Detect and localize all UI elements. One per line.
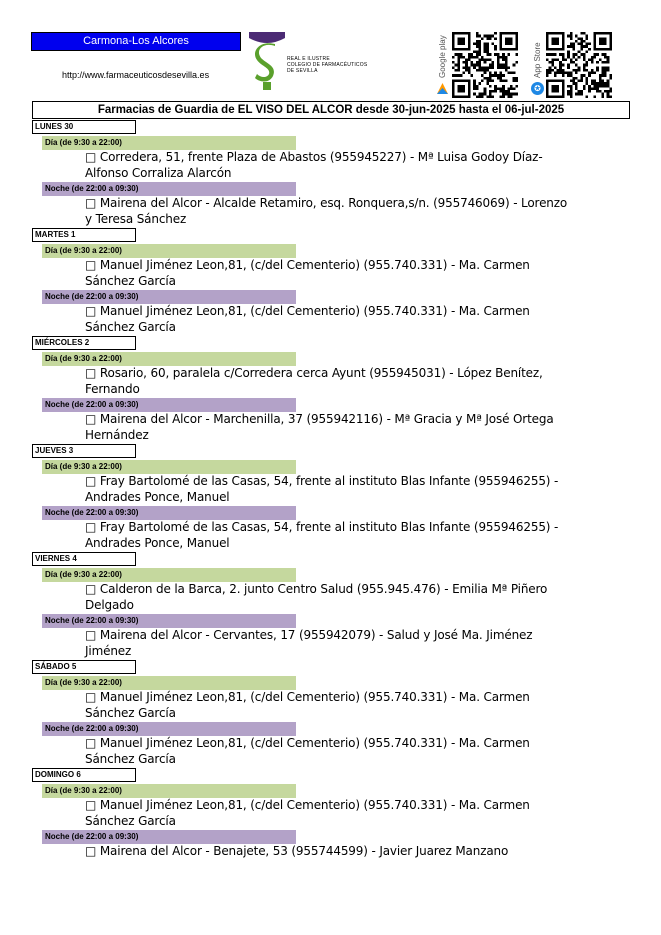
night-shift: Noche (de 22:00 a 09:30)□ Mairena del Al… <box>32 182 632 227</box>
day-shift-label: Día (de 9:30 a 22:00) <box>42 460 296 474</box>
day-label: MARTES 1 <box>32 228 136 242</box>
day-label: SÁBADO 5 <box>32 660 136 674</box>
pharmacy-entry: □ Fray Bartolomé de las Casas, 54, frent… <box>85 520 559 550</box>
day-section: DOMINGO 6 Día (de 9:30 a 22:00)□ Manuel J… <box>32 768 632 860</box>
day-shift-label: Día (de 9:30 a 22:00) <box>42 568 296 582</box>
day-shift-label: Día (de 9:30 a 22:00) <box>42 352 296 366</box>
pharmacy-entry: □ Mairena del Alcor - Benajete, 53 (9557… <box>85 844 509 858</box>
day-section: LUNES 30 Día (de 9:30 a 22:00)□ Corredera… <box>32 120 632 227</box>
pharmacy-entry: □ Mairena del Alcor - Marchenilla, 37 (9… <box>85 412 554 442</box>
pharmacy-entry: □ Manuel Jiménez Leon,81, (c/del Cemente… <box>85 798 530 828</box>
google-play-icon <box>437 83 448 94</box>
day-shift: Día (de 9:30 a 22:00)□ Rosario, 60, para… <box>32 352 632 397</box>
day-section: VIERNES 4 Día (de 9:30 a 22:00)□ Calderon… <box>32 552 632 659</box>
night-shift: Noche (de 22:00 a 09:30)□ Manuel Jiménez… <box>32 722 632 767</box>
day-label: LUNES 30 <box>32 120 136 134</box>
pharmacy-entry: □ Manuel Jiménez Leon,81, (c/del Cemente… <box>85 304 530 334</box>
page-header: Carmona-Los Alcores http://www.farmaceut… <box>0 0 661 100</box>
app-store-icon: ✪ <box>531 82 544 95</box>
day-shift: Día (de 9:30 a 22:00)□ Manuel Jiménez Le… <box>32 676 632 721</box>
night-shift: Noche (de 22:00 a 09:30)□ Mairena del Al… <box>32 830 632 860</box>
night-shift-label: Noche (de 22:00 a 09:30) <box>42 506 296 520</box>
day-shift-label: Día (de 9:30 a 22:00) <box>42 136 296 150</box>
page-title: Farmacias de Guardia de EL VISO DEL ALCO… <box>32 101 630 119</box>
pharmacy-entry: □ Fray Bartolomé de las Casas, 54, frent… <box>85 474 559 504</box>
app-store-label: App Store <box>533 42 542 78</box>
night-shift: Noche (de 22:00 a 09:30)□ Manuel Jiménez… <box>32 290 632 335</box>
day-shift: Día (de 9:30 a 22:00)□ Calderon de la Ba… <box>32 568 632 613</box>
college-name: REAL E ILUSTRE COLEGIO DE FARMACÉUTICOS … <box>287 56 368 74</box>
pharmacy-entry: □ Mairena del Alcor - Cervantes, 17 (955… <box>85 628 533 658</box>
night-shift-label: Noche (de 22:00 a 09:30) <box>42 398 296 412</box>
day-shift-label: Día (de 9:30 a 22:00) <box>42 784 296 798</box>
night-shift-label: Noche (de 22:00 a 09:30) <box>42 290 296 304</box>
night-shift: Noche (de 22:00 a 09:30)□ Mairena del Al… <box>32 398 632 443</box>
pharmacy-entry: □ Manuel Jiménez Leon,81, (c/del Cemente… <box>85 690 530 720</box>
pharmacy-entry: □ Rosario, 60, paralela c/Corredera cerc… <box>85 366 543 396</box>
day-section: MIÉRCOLES 2 Día (de 9:30 a 22:00)□ Rosari… <box>32 336 632 443</box>
day-label: VIERNES 4 <box>32 552 136 566</box>
night-shift: Noche (de 22:00 a 09:30)□ Mairena del Al… <box>32 614 632 659</box>
day-shift-label: Día (de 9:30 a 22:00) <box>42 676 296 690</box>
app-store-qr-code-icon[interactable] <box>546 32 612 98</box>
day-shift-label: Día (de 9:30 a 22:00) <box>42 244 296 258</box>
night-shift-label: Noche (de 22:00 a 09:30) <box>42 182 296 196</box>
college-logo-icon <box>249 32 285 90</box>
night-shift-label: Noche (de 22:00 a 09:30) <box>42 614 296 628</box>
day-shift: Día (de 9:30 a 22:00)□ Manuel Jiménez Le… <box>32 244 632 289</box>
pharmacy-entry: □ Manuel Jiménez Leon,81, (c/del Cemente… <box>85 258 530 288</box>
night-shift: Noche (de 22:00 a 09:30)□ Fray Bartolomé… <box>32 506 632 551</box>
day-label: MIÉRCOLES 2 <box>32 336 136 350</box>
pharmacy-entry: □ Calderon de la Barca, 2. junto Centro … <box>85 582 548 612</box>
zone-label: Carmona-Los Alcores <box>31 32 241 51</box>
pharmacy-entry: □ Mairena del Alcor - Alcalde Retamiro, … <box>85 196 568 226</box>
google-play-qr-code-icon[interactable] <box>452 32 518 98</box>
day-shift: Día (de 9:30 a 22:00)□ Fray Bartolomé de… <box>32 460 632 505</box>
pharmacy-entry: □ Corredera, 51, frente Plaza de Abastos… <box>85 150 543 180</box>
google-play-label: Google play <box>438 35 447 78</box>
night-shift-label: Noche (de 22:00 a 09:30) <box>42 830 296 844</box>
day-shift: Día (de 9:30 a 22:00)□ Manuel Jiménez Le… <box>32 784 632 829</box>
website-link[interactable]: http://www.farmaceuticosdesevilla.es <box>62 70 210 80</box>
pharmacy-entry: □ Manuel Jiménez Leon,81, (c/del Cemente… <box>85 736 530 766</box>
day-label: JUEVES 3 <box>32 444 136 458</box>
day-shift: Día (de 9:30 a 22:00)□ Corredera, 51, fr… <box>32 136 632 181</box>
night-shift-label: Noche (de 22:00 a 09:30) <box>42 722 296 736</box>
day-label: DOMINGO 6 <box>32 768 136 782</box>
